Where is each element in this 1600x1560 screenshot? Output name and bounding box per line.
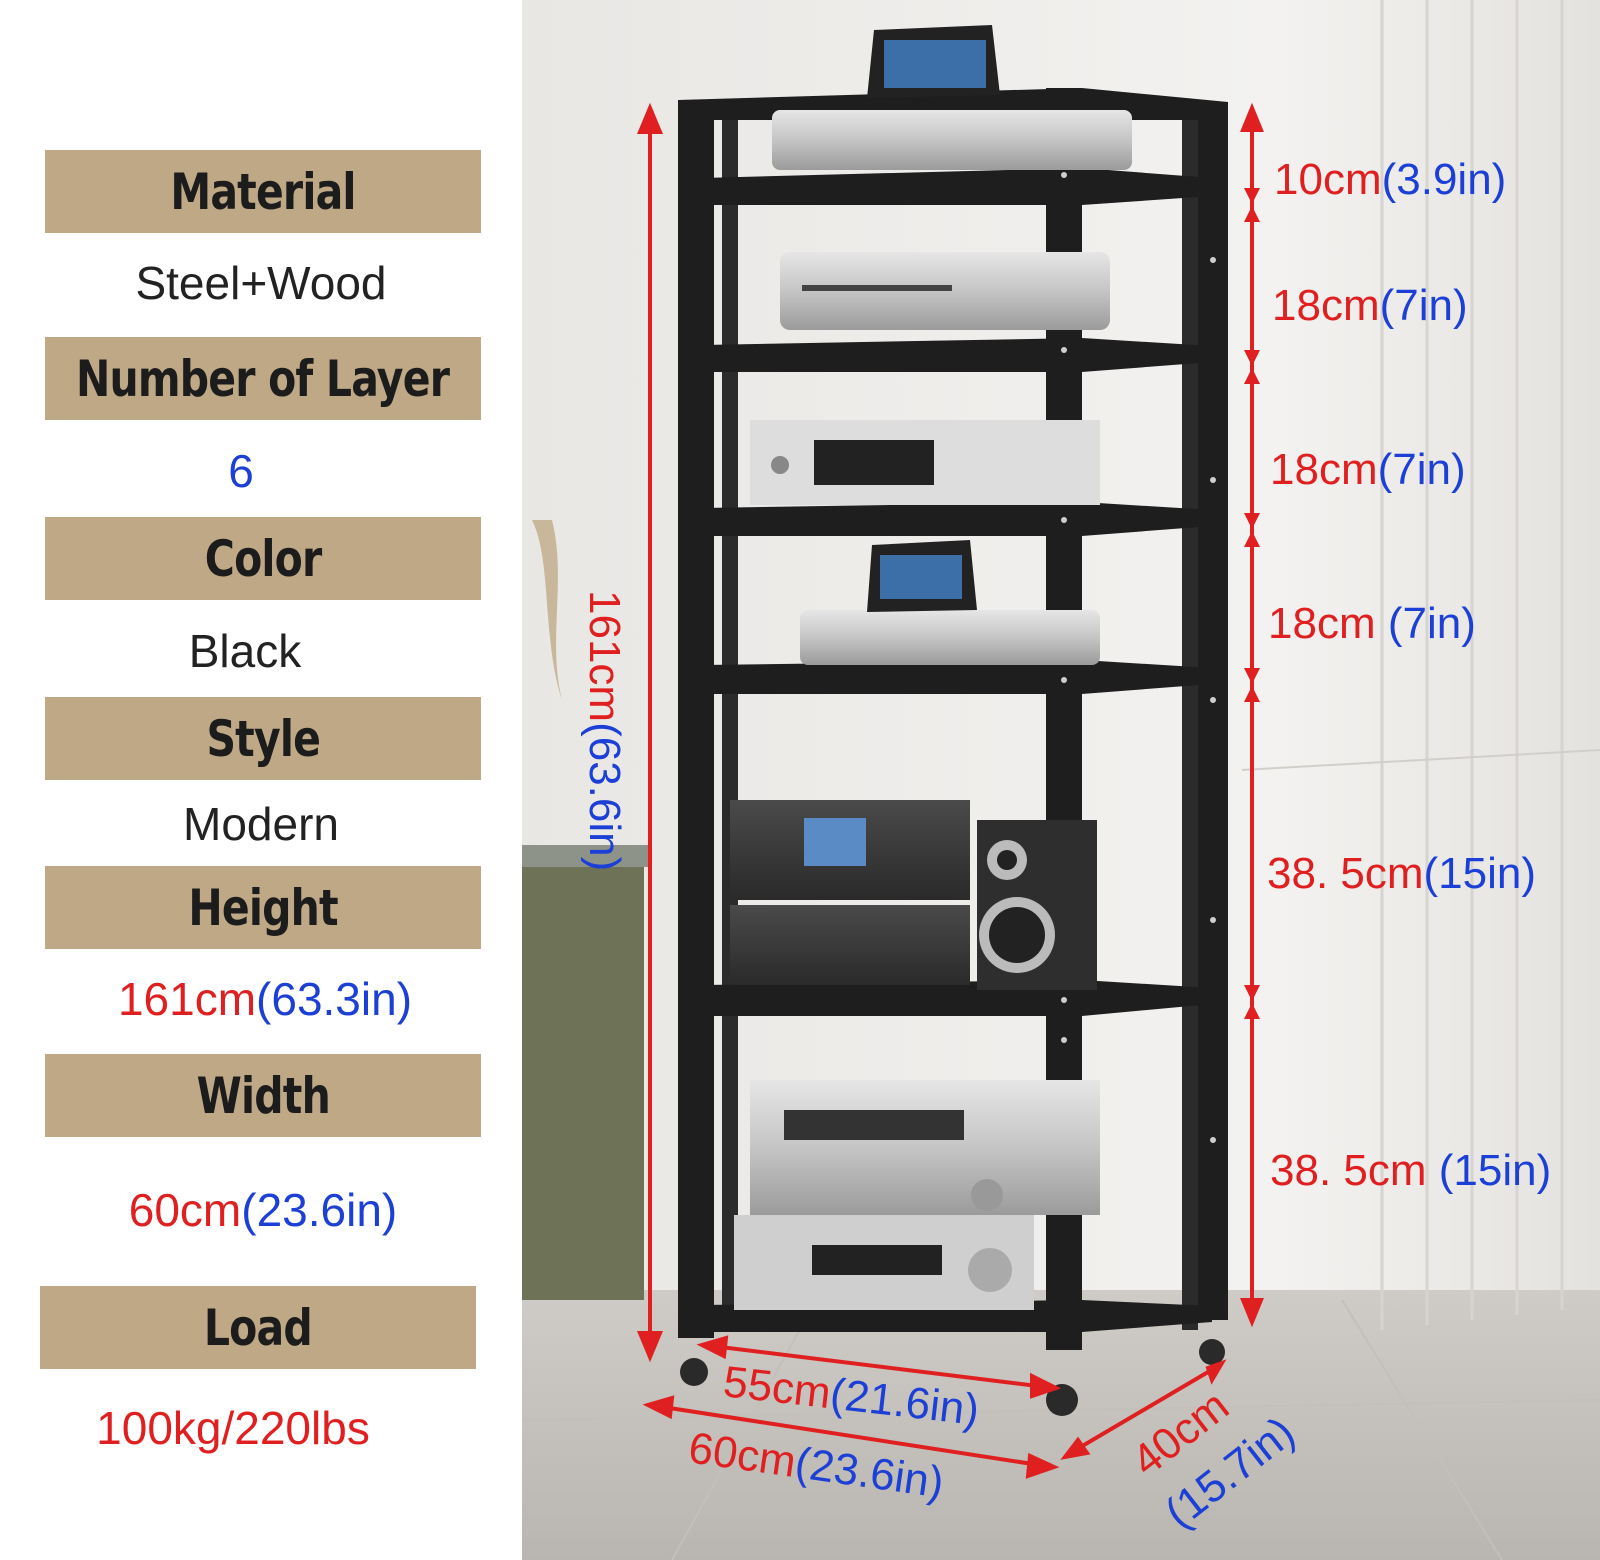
spec-label-bar-load: Load <box>40 1286 476 1369</box>
spec-label: Style <box>206 709 320 768</box>
value-imperial: (63.3in) <box>256 973 413 1025</box>
spec-value-width: 60cm(23.6in) <box>2 1183 524 1237</box>
dim-metric: 18cm <box>1268 599 1388 648</box>
dim-gap-5: 38. 5cm(15in) <box>1267 849 1536 898</box>
spec-label: Color <box>204 529 322 588</box>
dim-gap-4: 18cm (7in) <box>1268 599 1476 648</box>
spec-label-bar-width: Width <box>45 1054 481 1137</box>
dim-imperial: (7in) <box>1388 599 1476 648</box>
spec-value-material: Steel+Wood <box>135 257 387 309</box>
spec-value-style: Modern <box>183 798 339 850</box>
spec-label: Load <box>203 1298 313 1357</box>
dim-imperial: (63.6in) <box>580 722 629 871</box>
dim-metric: 55cm <box>721 1357 833 1418</box>
spec-label: Height <box>188 878 338 937</box>
product-photo: 161cm(63.6in) 10cm(3.9in) 18cm(7in) 18cm… <box>522 0 1600 1560</box>
dim-metric: 18cm <box>1270 445 1378 494</box>
spec-value-color: Black <box>188 625 302 677</box>
spec-label-bar-layers: Number of Layer <box>45 337 481 420</box>
audio-equipment <box>730 25 1132 1310</box>
dim-gap-6: 38. 5cm (15in) <box>1270 1146 1551 1195</box>
dim-metric: 161cm <box>580 590 629 722</box>
dim-metric: 38. 5cm <box>1270 1146 1439 1195</box>
spec-label-bar-style: Style <box>45 697 481 780</box>
dim-imperial: (15in) <box>1424 849 1537 898</box>
spec-value-height: 161cm(63.3in) <box>4 972 526 1026</box>
spec-label-bar-material: Material <box>45 150 481 233</box>
spec-label: Material <box>170 162 356 221</box>
spec-value-layers: 6 <box>228 445 254 497</box>
dim-imperial: (7in) <box>1380 281 1468 330</box>
dim-gap-1: 10cm(3.9in) <box>1274 155 1506 204</box>
spec-value-load: 100kg/220lbs <box>96 1402 370 1454</box>
value-metric: 60cm <box>128 1184 242 1236</box>
dim-metric: 18cm <box>1272 281 1380 330</box>
dim-imperial: (3.9in) <box>1382 155 1507 204</box>
dim-metric: 10cm <box>1274 155 1382 204</box>
dim-gap-2: 18cm(7in) <box>1272 281 1468 330</box>
spec-label-bar-color: Color <box>45 517 481 600</box>
value-imperial: (23.6in) <box>241 1184 398 1236</box>
spec-panel: Material Steel+Wood Number of Layer 6 Co… <box>0 0 522 1560</box>
dim-imperial: (15in) <box>1439 1146 1552 1195</box>
dim-total-height: 161cm(63.6in) <box>580 590 629 871</box>
value-metric: 161cm <box>117 973 257 1025</box>
dim-gap-3: 18cm(7in) <box>1270 445 1466 494</box>
spec-label: Width <box>196 1066 330 1125</box>
spec-label: Number of Layer <box>76 349 450 408</box>
spec-label-bar-height: Height <box>45 866 481 949</box>
dim-imperial: (7in) <box>1378 445 1466 494</box>
dim-metric: 38. 5cm <box>1267 849 1424 898</box>
dimension-lines <box>637 102 1264 1479</box>
